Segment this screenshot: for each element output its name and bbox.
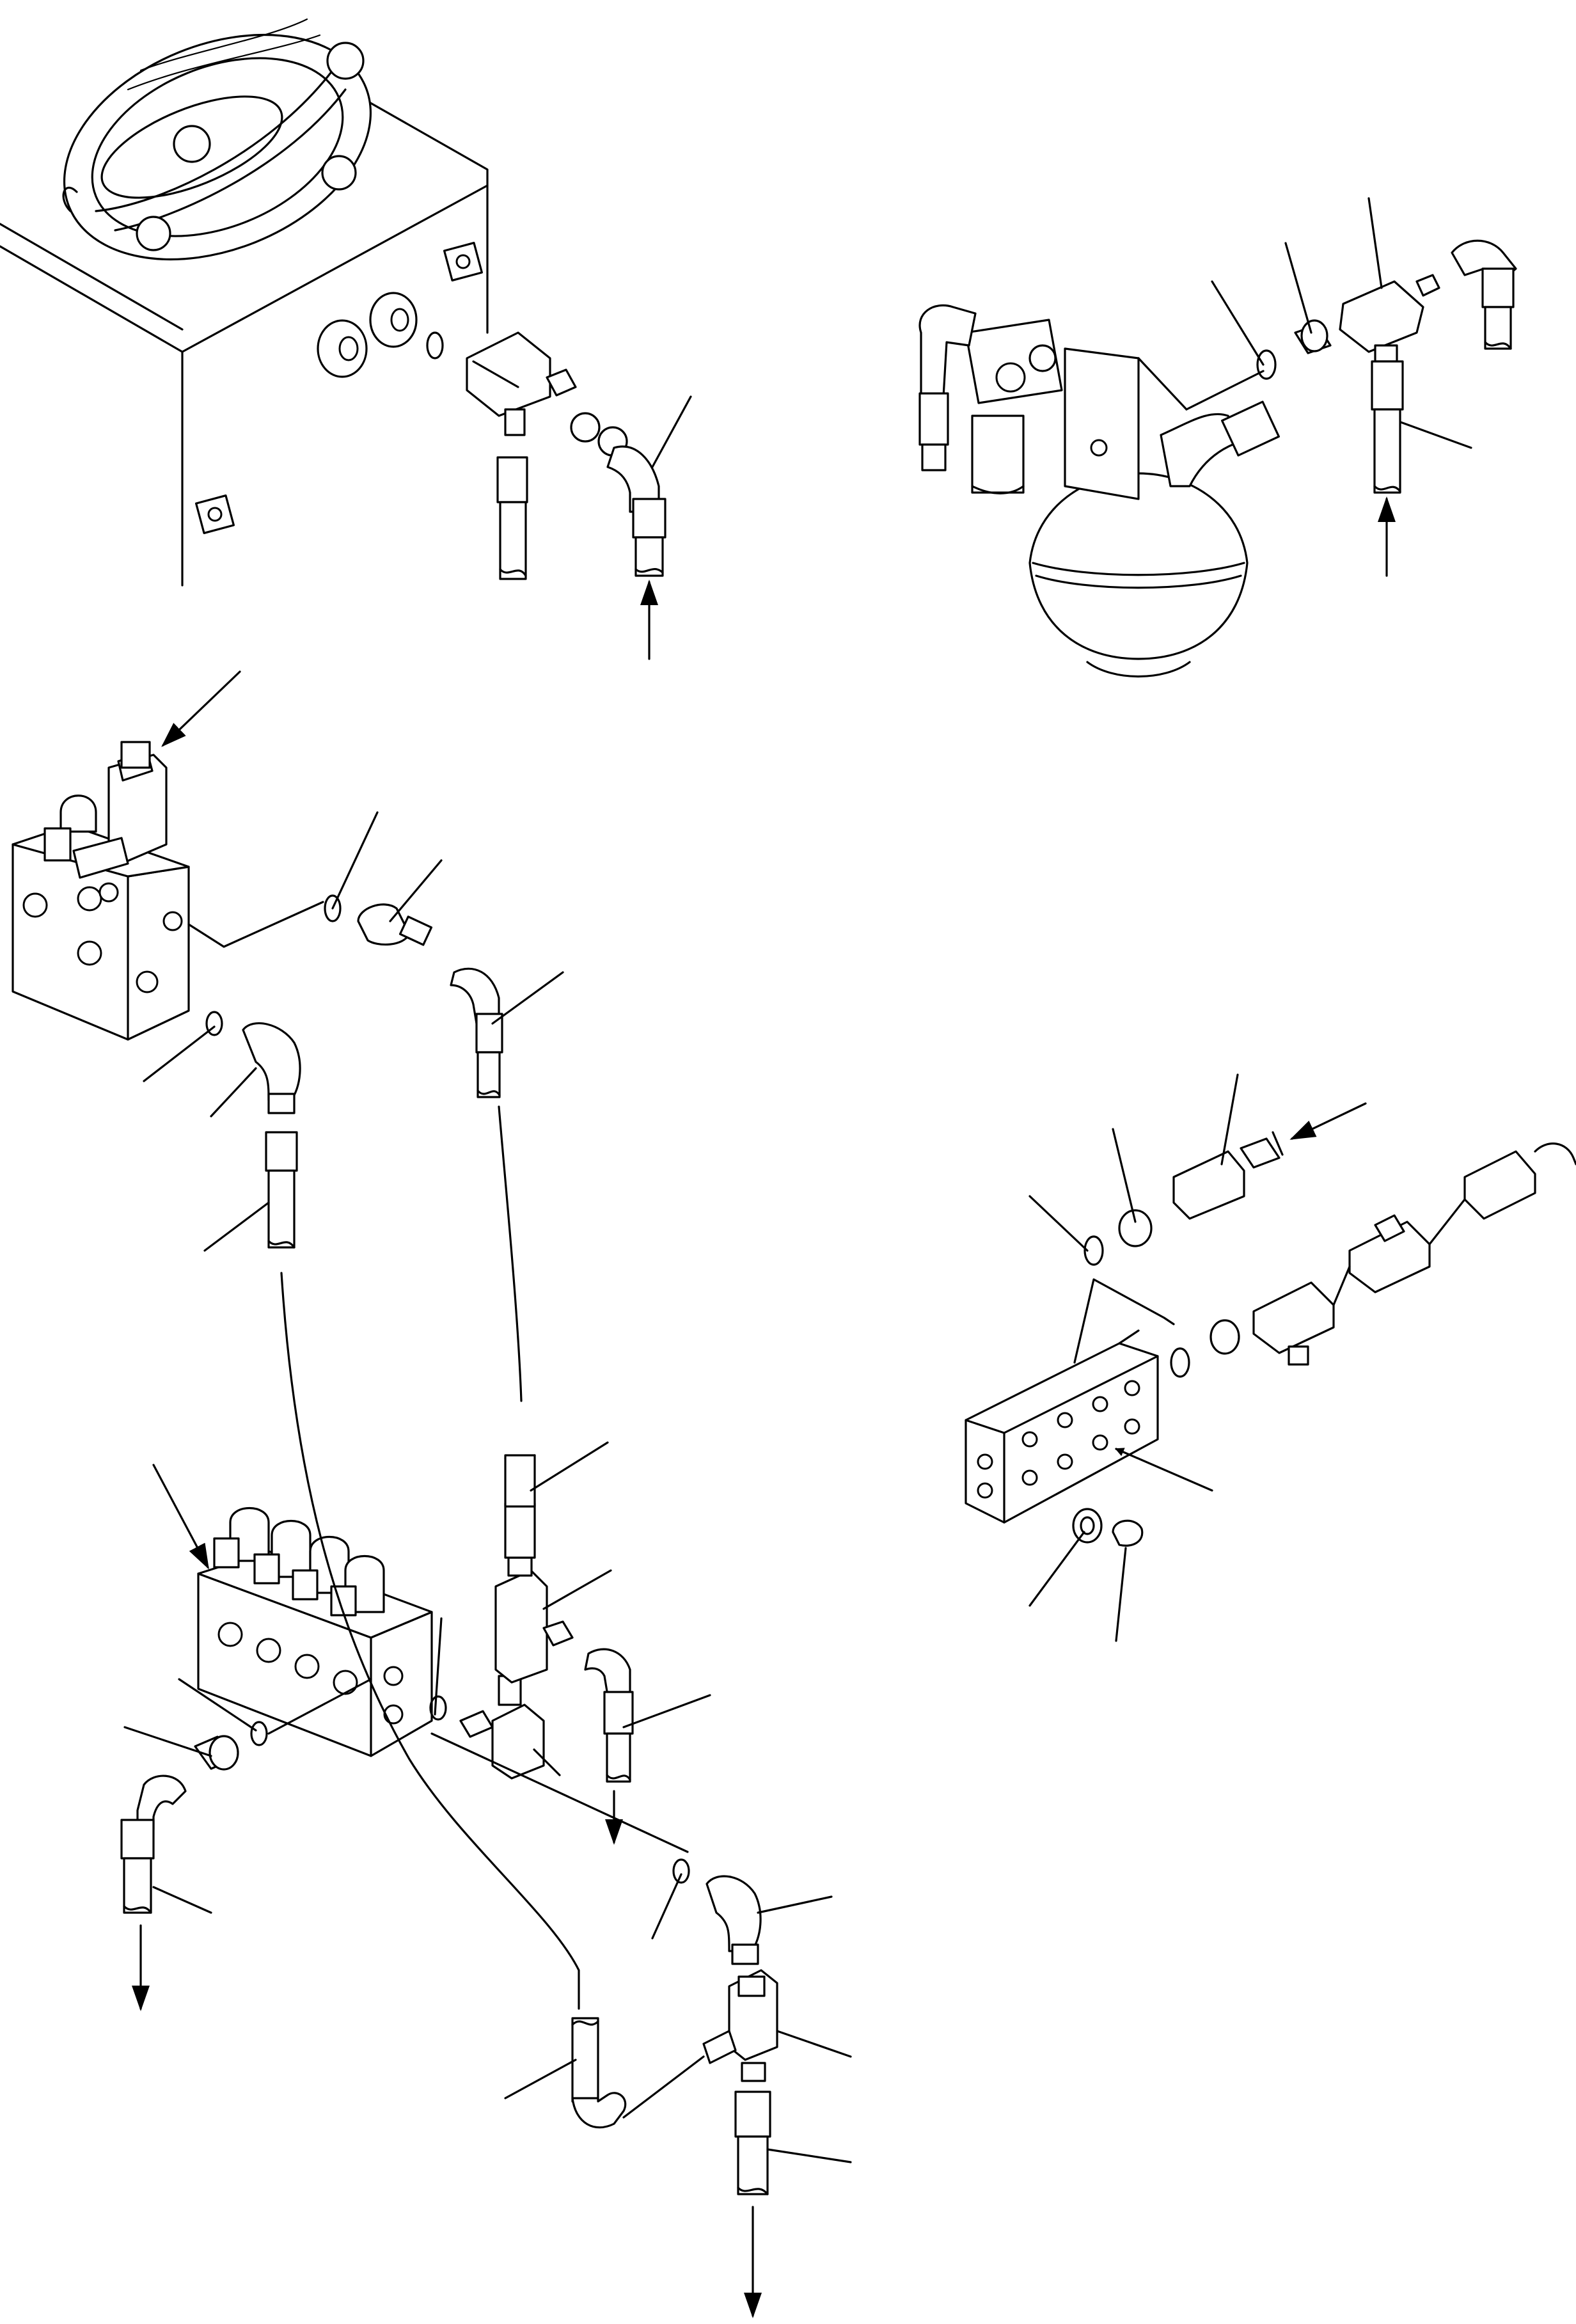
leader-line bbox=[331, 811, 379, 910]
leader-line bbox=[178, 1678, 257, 1732]
hydraulic-tank bbox=[0, 18, 489, 587]
junction-block-fittings bbox=[1084, 1131, 1576, 1378]
leader-line bbox=[651, 1873, 682, 1940]
leader-line bbox=[1211, 280, 1265, 366]
flow-arrow bbox=[1289, 1102, 1367, 1140]
leader-line bbox=[1284, 242, 1312, 334]
leader-line bbox=[1115, 1448, 1213, 1492]
leader-line bbox=[1028, 1531, 1085, 1607]
leader-line bbox=[1112, 1128, 1137, 1223]
leader-line bbox=[776, 2030, 852, 2058]
leader-line bbox=[766, 2148, 852, 2163]
leader-line bbox=[143, 1025, 216, 1082]
junction-block-group bbox=[965, 1073, 1576, 1642]
leader-line bbox=[622, 1694, 711, 1728]
leader-line bbox=[1028, 1195, 1089, 1252]
leader-line bbox=[203, 1201, 270, 1252]
leader-line bbox=[504, 2059, 577, 2099]
leader-line bbox=[530, 1441, 609, 1492]
hydraulic-tank-group bbox=[0, 18, 692, 660]
multi-solenoid-valve-block bbox=[197, 1507, 433, 1757]
leader-line bbox=[542, 1569, 612, 1610]
leader-line bbox=[1399, 421, 1472, 449]
tank-port-fittings bbox=[317, 292, 666, 580]
connection-line bbox=[1073, 1278, 1175, 1364]
leader-line bbox=[389, 859, 443, 922]
leader-line bbox=[1220, 1073, 1239, 1166]
leader-line bbox=[123, 1726, 212, 1757]
lower-tee-fittings bbox=[571, 1858, 778, 2318]
solenoid-valve-fittings bbox=[187, 894, 503, 1249]
leader-line bbox=[757, 1895, 833, 1914]
leader-line bbox=[152, 1886, 212, 1914]
accumulator-tee-fittings bbox=[1185, 239, 1517, 494]
solenoid-valve-block bbox=[12, 741, 190, 1041]
plug-and-seal bbox=[1072, 1508, 1144, 1547]
multi-valve-fittings bbox=[120, 1105, 689, 2011]
leader-line bbox=[651, 395, 692, 468]
solenoid-valve-group bbox=[12, 670, 564, 1252]
leader-line bbox=[434, 1617, 443, 1716]
leader-line bbox=[491, 971, 564, 1025]
lower-tee-group bbox=[504, 1858, 852, 2318]
leader-line bbox=[533, 1748, 561, 1776]
flow-arrow bbox=[161, 670, 241, 747]
leader-line bbox=[1367, 197, 1383, 289]
accumulator-filter-group bbox=[918, 197, 1517, 678]
junction-block bbox=[965, 1329, 1159, 1524]
flow-arrow bbox=[152, 1464, 209, 1570]
o-ring bbox=[426, 331, 444, 360]
multi-valve-group bbox=[120, 1105, 711, 2011]
leader-line bbox=[1115, 1547, 1127, 1642]
accumulator-filter-assembly bbox=[918, 304, 1280, 678]
leader-line bbox=[210, 1067, 257, 1118]
